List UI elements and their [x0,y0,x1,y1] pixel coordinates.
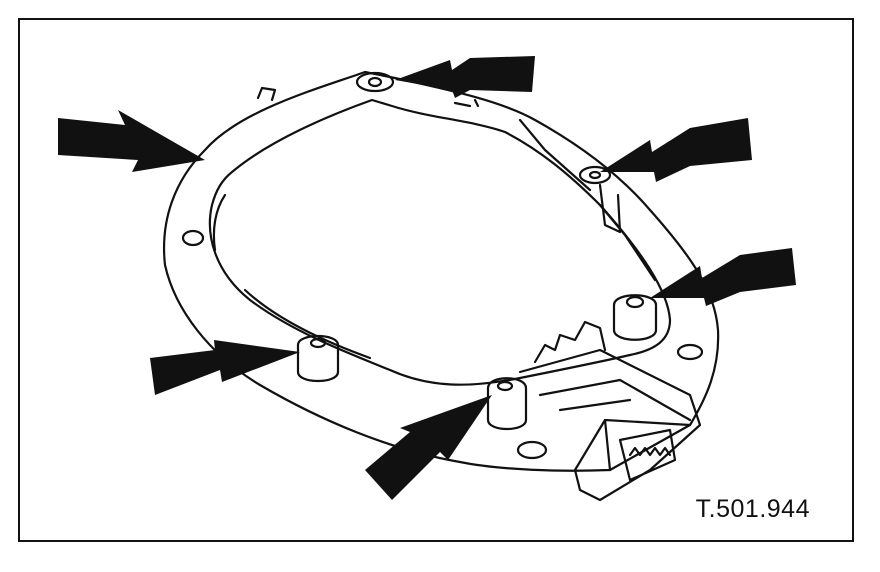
right-post [598,183,622,234]
lower-left-boss [296,334,340,383]
arrow-right-icon [600,118,752,182]
right-boss-hole [588,170,602,180]
arrow-bottom-icon [365,395,492,500]
top-tab [256,86,277,102]
bottom-boss [486,377,528,431]
right-lower-boss [612,294,658,341]
ring-outer-edge [163,70,720,472]
top-boss [355,71,395,93]
lower-left-boss-hole [309,337,327,349]
top-boss-hole [367,76,383,88]
arrow-top-icon [395,56,535,98]
right-boss [578,165,612,185]
top-slot [453,98,480,108]
figure-reference-code: T.501.944 [695,495,810,523]
arrow-right-lower-icon [650,248,796,306]
right-mount-hole [676,343,704,361]
connector-housing [518,320,702,502]
ring-lip-line [212,118,657,360]
left-mount-hole [181,229,205,247]
arrow-lower-left-icon [150,340,300,395]
ring-inner-edge [208,98,672,386]
arrow-upper-left-icon [58,110,205,172]
right-lower-boss-hole [625,295,645,309]
bottom-boss-hole [496,380,514,392]
bottom-mount-hole [516,440,548,460]
connector-teeth [628,446,672,457]
